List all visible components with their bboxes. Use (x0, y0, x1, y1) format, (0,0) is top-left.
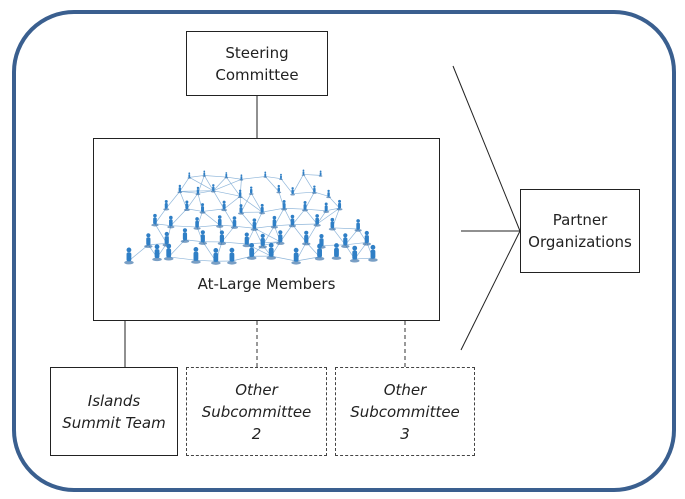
at-large-members-box: At-Large Members (93, 138, 440, 321)
partner-organizations-label: Partner Organizations (528, 211, 632, 251)
people-network-icon (124, 169, 378, 265)
subcommittee-2-label: Other Subcommittee 2 (201, 380, 312, 443)
partner-organizations-box: Partner Organizations (520, 189, 640, 273)
connector-partner-top (452, 65, 521, 232)
steering-committee-box: Steering Committee (186, 31, 328, 96)
subcommittee-3-label: Other Subcommittee 3 (350, 380, 460, 443)
rounded-frame (12, 10, 676, 492)
islands-summit-team-box: Islands Summit Team (50, 367, 178, 456)
islands-summit-team-label: Islands Summit Team (62, 391, 166, 432)
steering-committee-label: Steering Committee (215, 43, 299, 84)
subcommittee-2-box: Other Subcommittee 2 (186, 367, 327, 456)
subcommittee-3-box: Other Subcommittee 3 (335, 367, 475, 456)
at-large-members-label: At-Large Members (197, 275, 336, 293)
connector-partner-bottom (460, 230, 521, 351)
